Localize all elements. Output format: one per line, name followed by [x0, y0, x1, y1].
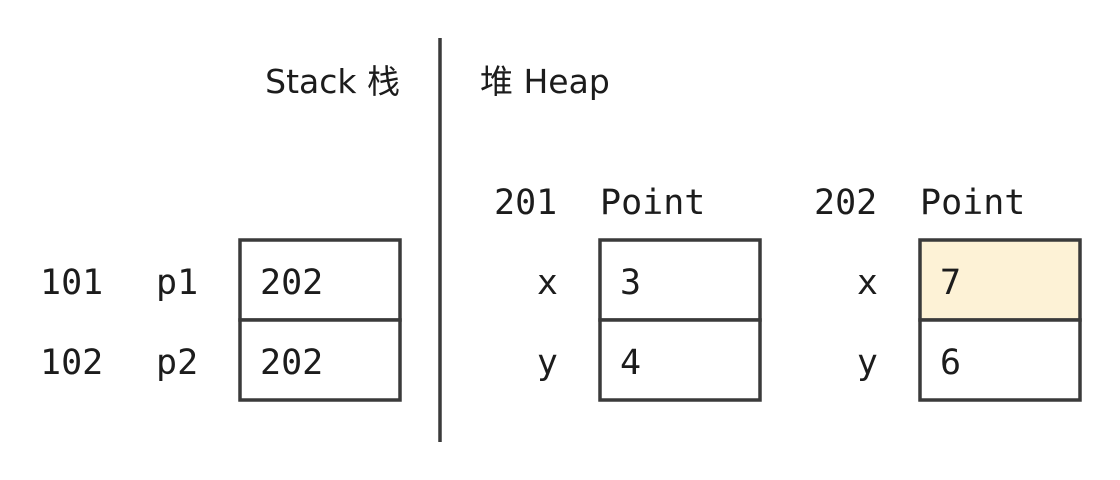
stack-title: Stack 栈 [265, 62, 400, 101]
heap-field-name: x [857, 263, 878, 303]
heap-field-value: 3 [620, 263, 641, 303]
stack-row: 102 p2 202 [40, 318, 402, 402]
heap-field-name: y [857, 343, 878, 383]
heap-field-cell [918, 318, 1082, 402]
heap-field-value: 6 [940, 343, 961, 383]
heap-field-cell [918, 238, 1082, 322]
stack-cell [238, 318, 402, 402]
heap-field-cell [598, 318, 762, 402]
stack-cell-value: 202 [260, 263, 323, 303]
heap-title: 堆 Heap [480, 62, 610, 101]
stack-cell-value: 202 [260, 343, 323, 383]
heap-object-type: Point [920, 183, 1025, 223]
heap-field-name: x [537, 263, 558, 303]
heap-object-address: 202 [814, 183, 877, 223]
heap-object-type: Point [600, 183, 705, 223]
heap-field-name: y [537, 343, 558, 383]
stack-frame: 101 p1 202 102 p2 202 [40, 238, 402, 402]
stack-row-variable: p1 [156, 263, 198, 303]
heap-object-address: 201 [494, 183, 557, 223]
heap-object: 202 Point x 7 y 6 [814, 183, 1082, 402]
heap-field-value: 7 [940, 263, 961, 303]
heap-field-value: 4 [620, 343, 641, 383]
stack-row: 101 p1 202 [40, 238, 402, 322]
stack-row-variable: p2 [156, 343, 198, 383]
stack-row-address: 101 [40, 263, 103, 303]
stack-row-address: 102 [40, 343, 103, 383]
heap-object: 201 Point x 3 y 4 [494, 183, 762, 402]
